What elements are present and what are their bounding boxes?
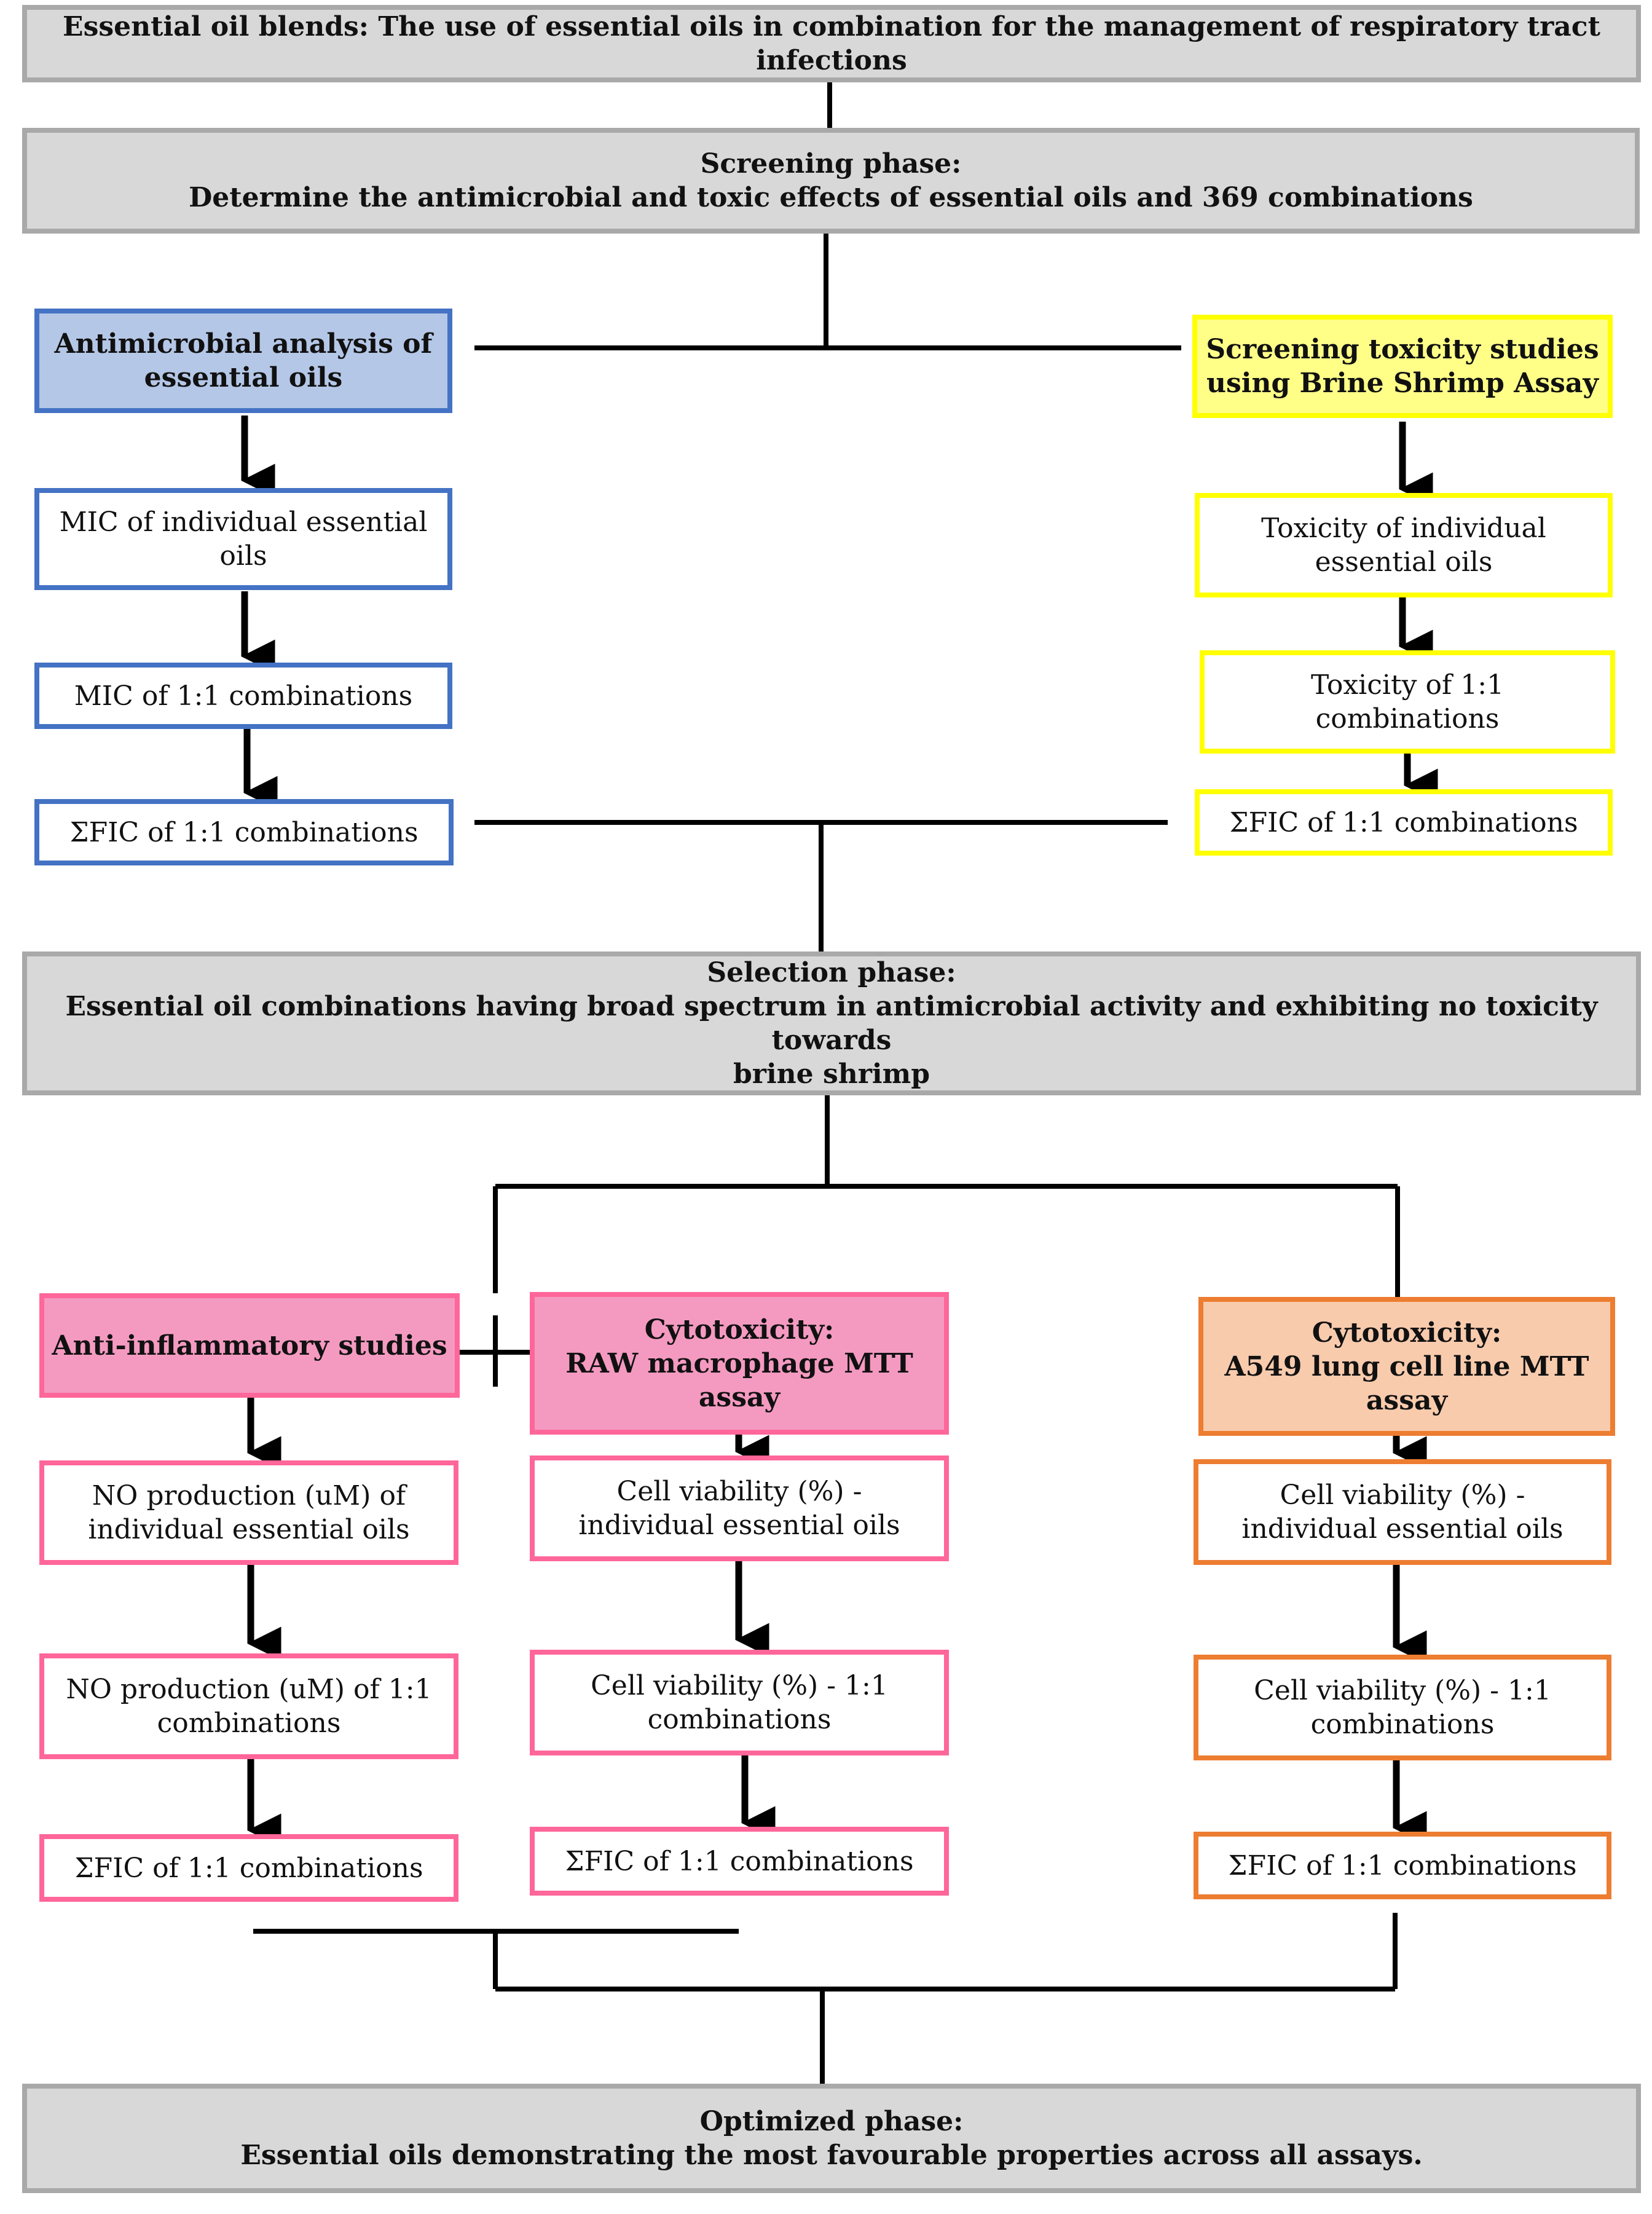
step-text-line-2: individual essential oils <box>1241 1513 1564 1545</box>
a549-mtt-header-box: Cytotoxicity: A549 lung cell line MTT as… <box>1198 1297 1615 1436</box>
raw-mtt-header-line-3: assay <box>698 1381 781 1413</box>
step-text-line-2: combinations <box>157 1708 341 1739</box>
step-text-line-2: combinations <box>1315 703 1500 735</box>
antimicrobial-step-sfic: ΣFIC of 1:1 combinations <box>34 799 454 865</box>
anti-inflammatory-step-individual: NO production (uM) of individual essenti… <box>39 1460 458 1565</box>
toxicity-header-line-1: Screening toxicity studies <box>1206 334 1599 365</box>
step-text-line-2: individual essential oils <box>88 1514 410 1545</box>
optimized-phase-label: Optimized phase: <box>699 2106 964 2137</box>
a549-mtt-header-line-2: A549 lung cell line MTT <box>1224 1350 1589 1382</box>
selection-phase-label: Selection phase: <box>707 957 956 988</box>
raw-mtt-header-line-2: RAW macrophage MTT <box>565 1347 913 1379</box>
raw-mtt-step-combinations: Cell viability (%) - 1:1 combinations <box>530 1650 949 1755</box>
step-text-line-1: MIC of individual essential <box>59 506 428 538</box>
step-text-line-2: combinations <box>647 1704 832 1735</box>
step-text-line-1: ΣFIC of 1:1 combinations <box>565 1845 914 1877</box>
raw-mtt-step-sfic: ΣFIC of 1:1 combinations <box>530 1827 949 1896</box>
toxicity-step-sfic: ΣFIC of 1:1 combinations <box>1195 789 1613 856</box>
raw-mtt-step-individual: Cell viability (%) - individual essentia… <box>530 1456 949 1561</box>
screening-phase-description: Determine the antimicrobial and toxic ef… <box>189 182 1473 213</box>
step-text-line-1: ΣFIC of 1:1 combinations <box>1229 806 1578 838</box>
selection-phase-description-2: brine shrimp <box>733 1058 930 1090</box>
raw-mtt-header-box: Cytotoxicity: RAW macrophage MTT assay <box>530 1292 949 1435</box>
step-text-line-1: Toxicity of 1:1 <box>1310 669 1504 701</box>
step-text-line-2: combinations <box>1310 1709 1495 1740</box>
screening-phase-label: Screening phase: <box>700 148 962 179</box>
selection-phase-description-1: Essential oil combinations having broad … <box>65 991 1598 1056</box>
antimicrobial-header-line-1: Antimicrobial analysis of <box>54 328 433 360</box>
step-text-line-1: NO production (uM) of 1:1 <box>66 1674 432 1705</box>
optimized-phase-description: Essential oils demonstrating the most fa… <box>240 2140 1423 2171</box>
a549-mtt-header-line-1: Cytotoxicity: <box>1312 1317 1502 1349</box>
step-text-line-2: individual essential oils <box>578 1510 900 1541</box>
step-text-line-1: NO production (uM) of <box>92 1480 406 1511</box>
raw-mtt-header-line-1: Cytotoxicity: <box>644 1314 835 1345</box>
antimicrobial-header-line-2: essential oils <box>144 362 343 393</box>
a549-mtt-step-sfic: ΣFIC of 1:1 combinations <box>1194 1832 1611 1899</box>
anti-inflammatory-header-line-1: Anti-inflammatory studies <box>52 1330 447 1361</box>
anti-inflammatory-step-combinations: NO production (uM) of 1:1 combinations <box>39 1653 458 1759</box>
toxicity-step-individual: Toxicity of individual essential oils <box>1195 493 1613 597</box>
step-text-line-1: Toxicity of individual <box>1261 513 1546 544</box>
step-text-line-1: ΣFIC of 1:1 combinations <box>69 816 419 848</box>
toxicity-header-box: Screening toxicity studies using Brine S… <box>1192 315 1613 418</box>
step-text-line-1: Cell viability (%) - 1:1 <box>591 1670 888 1701</box>
antimicrobial-step-mic-individual: MIC of individual essential oils <box>34 488 452 590</box>
step-text-line-1: MIC of 1:1 combinations <box>74 680 413 712</box>
a549-mtt-header-line-3: assay <box>1366 1384 1448 1416</box>
anti-inflammatory-step-sfic: ΣFIC of 1:1 combinations <box>39 1834 458 1902</box>
step-text-line-1: Cell viability (%) - <box>616 1476 862 1507</box>
step-text-line-1: ΣFIC of 1:1 combinations <box>1228 1850 1577 1881</box>
step-text-line-1: Cell viability (%) - 1:1 <box>1254 1675 1551 1706</box>
step-text-line-2: oils <box>219 540 267 572</box>
step-text-line-1: Cell viability (%) - <box>1280 1479 1525 1511</box>
anti-inflammatory-header-box: Anti-inflammatory studies <box>39 1293 460 1398</box>
step-text-line-1: ΣFIC of 1:1 combinations <box>74 1852 423 1884</box>
title-text: Essential oil blends: The use of essenti… <box>63 11 1600 76</box>
selection-phase-box: Selection phase: Essential oil combinati… <box>22 951 1641 1095</box>
toxicity-step-combinations: Toxicity of 1:1 combinations <box>1200 650 1615 754</box>
antimicrobial-header-box: Antimicrobial analysis of essential oils <box>34 309 452 413</box>
optimized-phase-box: Optimized phase: Essential oils demonstr… <box>22 2084 1641 2193</box>
toxicity-header-line-2: using Brine Shrimp Assay <box>1206 368 1599 399</box>
title-box: Essential oil blends: The use of essenti… <box>22 5 1641 82</box>
a549-mtt-step-combinations: Cell viability (%) - 1:1 combinations <box>1194 1655 1611 1760</box>
a549-mtt-step-individual: Cell viability (%) - individual essentia… <box>1194 1459 1611 1565</box>
screening-phase-box: Screening phase: Determine the antimicro… <box>22 128 1640 234</box>
antimicrobial-step-mic-combinations: MIC of 1:1 combinations <box>34 663 452 729</box>
step-text-line-2: essential oils <box>1315 546 1493 578</box>
